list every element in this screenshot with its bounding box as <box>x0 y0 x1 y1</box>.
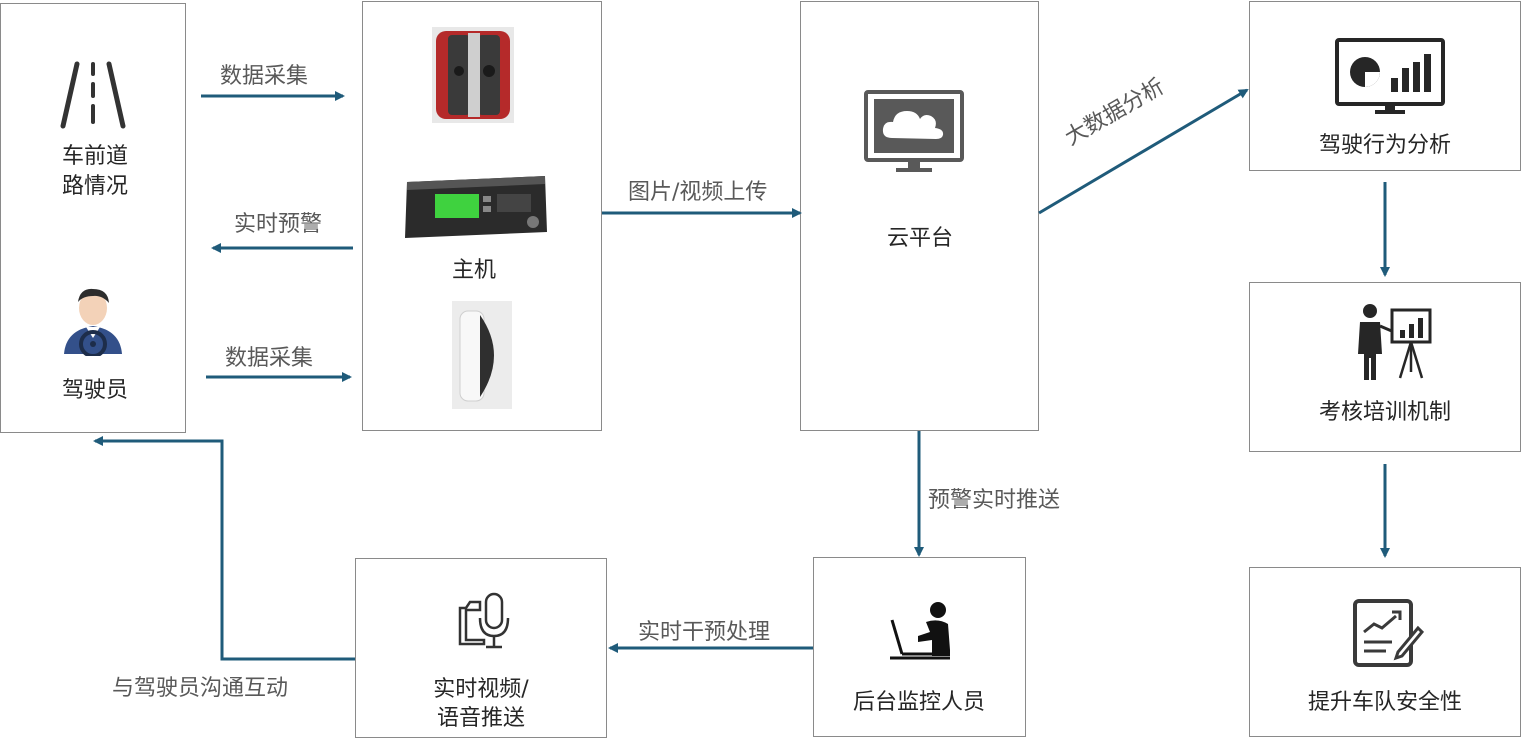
road-lanes-icon <box>60 61 126 129</box>
host-unit-icon <box>405 176 547 238</box>
video-voice-box <box>355 558 607 738</box>
node-assessment-training: 考核培训机制 <box>1318 400 1451 425</box>
presenter-chart-icon <box>1358 304 1432 380</box>
label-warn: 实时预警 <box>234 212 323 237</box>
arrow-bigdata <box>1038 88 1249 215</box>
arrow-interact <box>93 436 355 661</box>
node-driver: 驾驶员 <box>61 378 128 403</box>
camera-microphone-icon <box>458 592 510 649</box>
node-host: 主机 <box>451 258 496 283</box>
operator-laptop-icon <box>890 602 950 660</box>
label-push: 预警实时推送 <box>928 488 1061 513</box>
label-interact: 与驾驶员沟通互动 <box>112 676 289 701</box>
camera-device-icon <box>432 27 514 123</box>
node-video-voice-push: 实时视频/ 语音推送 <box>433 677 529 731</box>
label-upload: 图片/视频上传 <box>628 180 768 205</box>
node-cloud: 云平台 <box>886 226 953 251</box>
label-collect-bottom: 数据采集 <box>225 346 314 371</box>
node-monitoring-staff: 后台监控人员 <box>852 690 985 715</box>
cloud-box <box>800 1 1039 431</box>
node-behavior-analysis: 驾驶行为分析 <box>1318 133 1451 158</box>
label-intervene: 实时干预处理 <box>638 620 771 645</box>
analytics-monitor-icon <box>1335 38 1445 114</box>
label-collect-top: 数据采集 <box>220 64 309 89</box>
driver-avatar-icon <box>64 288 122 356</box>
monitor-box <box>813 557 1026 737</box>
node-road-conditions: 车前道 路情况 <box>61 144 128 199</box>
node-fleet-safety: 提升车队安全性 <box>1307 690 1462 715</box>
sensor-device-icon <box>452 301 512 409</box>
report-trend-icon <box>1353 599 1425 667</box>
assessment-box <box>1249 282 1521 452</box>
cloud-monitor-icon <box>864 90 964 172</box>
